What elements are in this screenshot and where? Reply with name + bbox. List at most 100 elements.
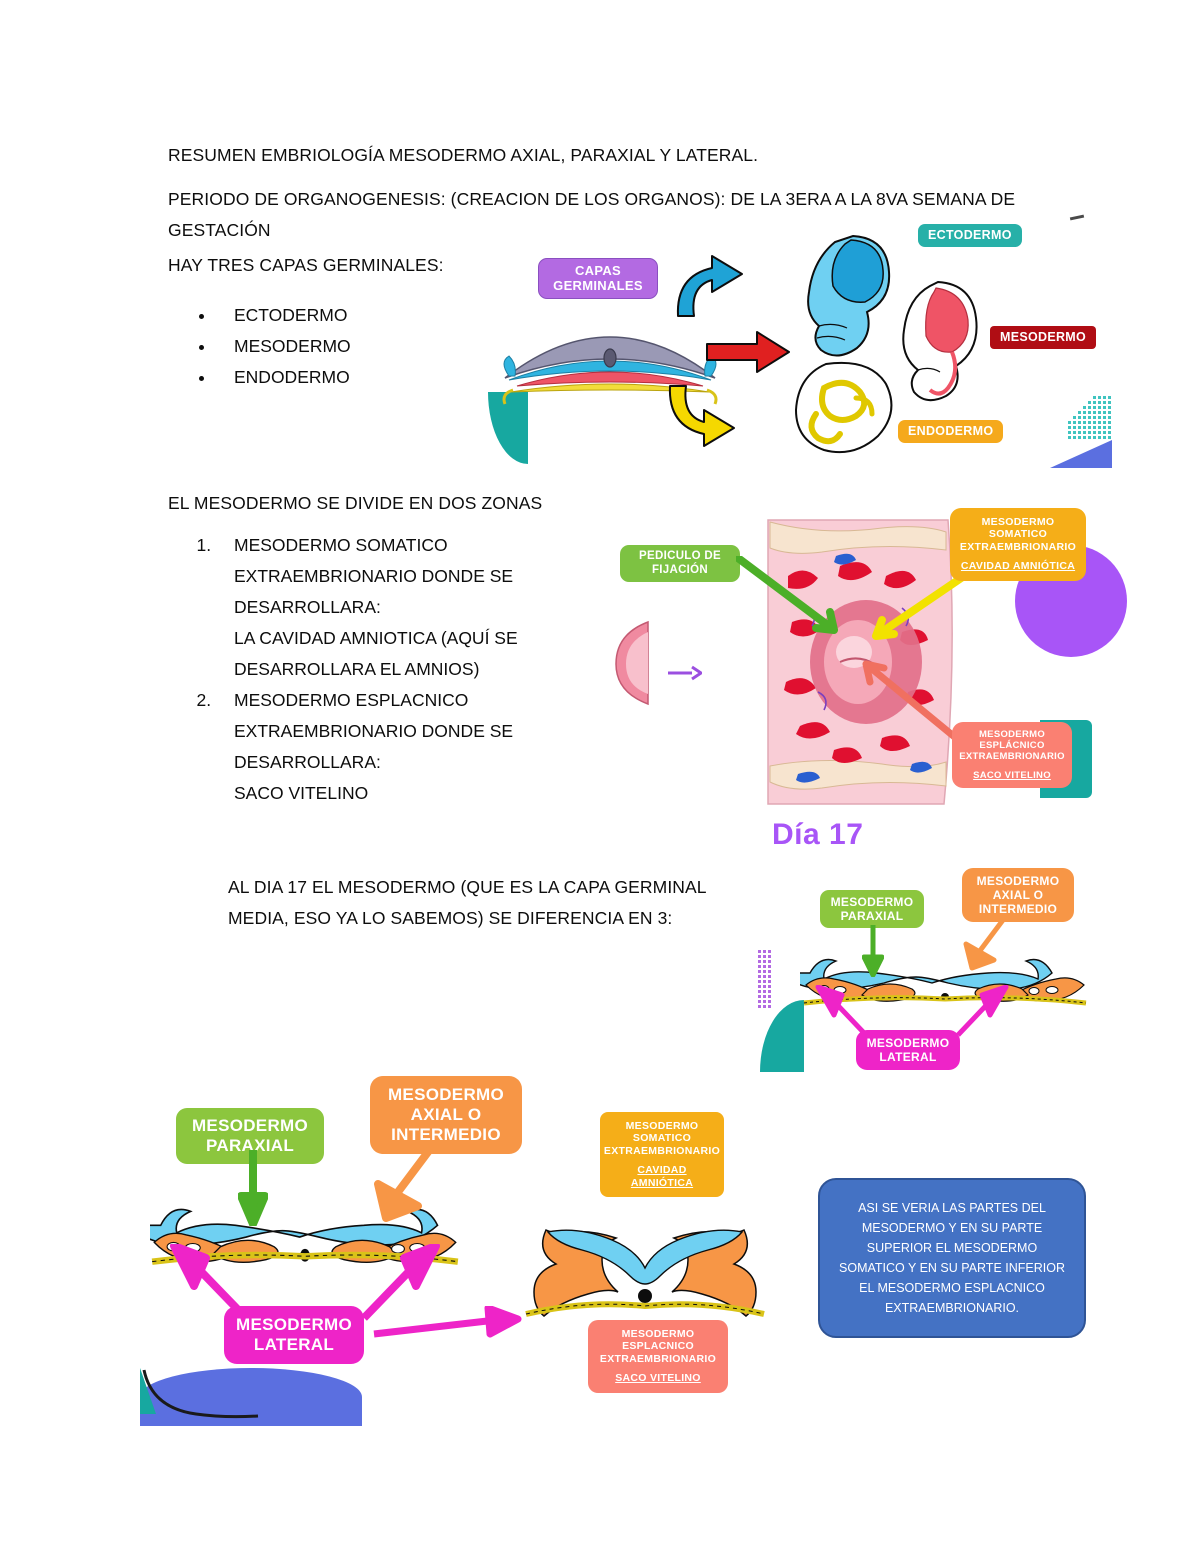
arrow-magenta-right-large-icon	[361, 1244, 440, 1321]
decorative-curve-line	[142, 1369, 259, 1419]
arrow-green-down-large-icon	[238, 1150, 268, 1226]
arrow-yellow-icon	[668, 385, 735, 447]
decorative-dot-grid	[1068, 396, 1114, 444]
arrow-orange-large-icon	[374, 1144, 438, 1222]
lateral-small-line-1: MESODERMO	[866, 1036, 950, 1050]
organogenesis-line-2: GESTACIÓN	[168, 220, 271, 240]
label-somatico-extraembrionario-bottom: MESODERMO SOMATICO EXTRAEMBRIONARIO CAVI…	[600, 1112, 724, 1197]
list-item: MESODERMO SOMATICO EXTRAEMBRIONARIO DOND…	[216, 530, 616, 685]
label-pediculo-fijacion: PEDICULO DE FIJACIÓN	[620, 545, 740, 583]
somatico-line-1: MESODERMO	[981, 516, 1055, 528]
list-item: ECTODERMO	[216, 300, 351, 331]
arrow-purple-small-icon	[668, 665, 702, 681]
arrow-magenta-left-small-icon	[815, 985, 868, 1037]
label-ectodermo: ECTODERMO	[918, 224, 1022, 247]
label-mesodermo-paraxial-small: MESODERMO PARAXIAL	[820, 890, 924, 929]
zona-1-main: MESODERMO SOMATICO EXTRAEMBRIONARIO DOND…	[234, 535, 514, 617]
somatico-bottom-underlined: CAVIDAD AMNIÓTICA	[630, 1164, 694, 1189]
arrow-green-pointer-icon	[736, 556, 838, 634]
lateral-large-line-1: MESODERMO	[235, 1315, 353, 1334]
embryo-mesoderm-illustration	[902, 280, 978, 402]
page-title: RESUMEN EMBRIOLOGÍA MESODERMO AXIAL, PAR…	[168, 145, 759, 165]
somatico-bottom-line-3: EXTRAEMBRIONARIO	[603, 1144, 721, 1157]
mesoderm-somatic-splanchnic-illustration	[525, 1228, 765, 1317]
esplacnico-bottom-line-3: EXTRAEMBRIONARIO	[599, 1352, 717, 1365]
lateral-small-line-2: LATERAL	[879, 1050, 937, 1065]
arrow-yellow-pointer-icon	[872, 570, 974, 640]
esplacnico-bottom-underlined: SACO VITELINO	[615, 1372, 701, 1385]
somatico-underlined: CAVIDAD AMNIÓTICA	[960, 560, 1076, 573]
embryo-endoderm-illustration	[794, 361, 893, 454]
label-mesodermo-lateral-small: MESODERMO LATERAL	[856, 1030, 960, 1071]
axial-small-line-3: INTERMEDIO	[978, 902, 1058, 917]
esplacnico-underlined: SACO VITELINO	[973, 769, 1051, 781]
implantation-site-illustration	[767, 519, 953, 805]
germ-layers-disc-illustration	[502, 336, 718, 405]
label-mesodermo-axial-large: MESODERMO AXIAL O INTERMEDIO	[370, 1076, 522, 1155]
divide-dos-zonas-heading: EL MESODERMO SE DIVIDE EN DOS ZONAS	[168, 493, 543, 513]
organogenesis-line-1: PERIODO DE ORGANOGENESIS: (CREACION DE L…	[168, 189, 1016, 209]
zona-2-main: MESODERMO ESPLACNICO EXTRAEMBRIONARIO DO…	[234, 690, 514, 772]
label-pediculo-line-1: PEDICULO DE	[639, 550, 721, 562]
embryo-ectoderm-illustration	[807, 234, 891, 357]
label-capas-line-2: GERMINALES	[553, 278, 643, 294]
dia-17-line-2: MEDIA, ESO YA LO SABEMOS) SE DIFERENCIA …	[228, 908, 673, 928]
paraxial-large-line-1: MESODERMO	[191, 1116, 309, 1135]
esplacnico-line-1: MESODERMO	[978, 729, 1046, 740]
axial-small-line-2: AXIAL O	[992, 888, 1044, 903]
list-item: MESODERMO	[216, 331, 351, 362]
label-pediculo-line-2: FIJACIÓN	[651, 563, 709, 576]
arrow-magenta-left-large-icon	[170, 1244, 249, 1321]
capas-germinales-list: ECTODERMO MESODERMO ENDODERMO	[168, 300, 351, 393]
zona-1-detail: LA CAVIDAD AMNIOTICA (AQUÍ SE DESARROLLA…	[234, 628, 518, 679]
label-mesodermo-paraxial-large: MESODERMO PARAXIAL	[176, 1108, 324, 1165]
decorative-dot-grid-purple	[758, 950, 776, 1012]
label-mesodermo: MESODERMO	[990, 326, 1097, 349]
arrow-green-down-small-icon	[862, 925, 884, 977]
list-item: ENDODERMO	[216, 362, 351, 393]
organogenesis-paragraph: PERIODO DE ORGANOGENESIS: (CREACION DE L…	[168, 184, 1028, 246]
lateral-large-line-2: LATERAL	[253, 1335, 335, 1355]
blastocyst-small-illustration	[615, 620, 649, 706]
label-endodermo: ENDODERMO	[898, 420, 1004, 443]
callout-box: ASI SE VERIA LAS PARTES DEL MESODERMO Y …	[818, 1178, 1086, 1338]
somatico-bottom-line-1: MESODERMO	[625, 1120, 699, 1132]
axial-large-line-2: AXIAL O	[410, 1105, 482, 1125]
callout-text: ASI SE VERIA LAS PARTES DEL MESODERMO Y …	[839, 1201, 1065, 1315]
esplacnico-line-2: ESPLÁCNICO	[979, 740, 1045, 752]
arrow-salmon-pointer-icon	[862, 660, 972, 752]
arrow-magenta-long-right-icon	[373, 1306, 522, 1338]
label-mesodermo-axial-small: MESODERMO AXIAL O INTERMEDIO	[962, 868, 1074, 923]
label-mesodermo-somatico-extraembrionario: MESODERMO SOMATICO EXTRAEMBRIONARIO CAVI…	[950, 508, 1086, 581]
dia-17-paragraph: AL DIA 17 EL MESODERMO (QUE ES LA CAPA G…	[228, 872, 748, 934]
paraxial-small-line-1: MESODERMO	[830, 895, 914, 909]
label-mesodermo-esplacnico-extraembrionario: MESODERMO ESPLÁCNICO EXTRAEMBRIONARIO SA…	[952, 722, 1072, 788]
label-capas-germinales: CAPAS GERMINALES	[538, 258, 658, 299]
esplacnico-line-3: EXTRAEMBRIONARIO	[959, 751, 1065, 763]
paraxial-large-line-2: PARAXIAL	[205, 1136, 295, 1156]
axial-small-line-1: MESODERMO	[976, 874, 1060, 888]
esplacnico-bottom-line-2: ESPLACNICO	[622, 1340, 694, 1353]
arrow-teal-icon	[676, 255, 743, 317]
axial-large-line-1: MESODERMO	[387, 1085, 505, 1104]
axial-large-line-3: INTERMEDIO	[391, 1125, 501, 1145]
zona-2-detail: SACO VITELINO	[234, 783, 369, 803]
somatico-line-3: EXTRAEMBRIONARIO	[959, 540, 1077, 553]
arrow-red-icon	[706, 331, 790, 373]
decorative-blue-slope	[1050, 440, 1112, 468]
somatico-bottom-line-2: SOMATICO	[632, 1132, 692, 1145]
tres-capas-heading: HAY TRES CAPAS GERMINALES:	[168, 255, 444, 275]
label-capas-line-1: CAPAS	[574, 263, 622, 278]
decorative-tick	[1069, 214, 1085, 221]
somatico-line-2: SOMATICO	[988, 528, 1048, 541]
zonas-list: MESODERMO SOMATICO EXTRAEMBRIONARIO DOND…	[168, 530, 616, 809]
dia-17-heading: Día 17	[772, 818, 864, 851]
esplacnico-bottom-line-1: MESODERMO	[621, 1328, 695, 1340]
paraxial-small-line-2: PARAXIAL	[840, 909, 904, 924]
arrow-magenta-right-small-icon	[956, 985, 1009, 1037]
arrow-orange-small-icon	[963, 916, 1008, 971]
label-esplacnico-extraembrionario-bottom: MESODERMO ESPLACNICO EXTRAEMBRIONARIO SA…	[588, 1320, 728, 1393]
mesoderm-cross-section-small-illustration	[800, 958, 1087, 1006]
list-item: MESODERMO ESPLACNICO EXTRAEMBRIONARIO DO…	[216, 685, 616, 809]
